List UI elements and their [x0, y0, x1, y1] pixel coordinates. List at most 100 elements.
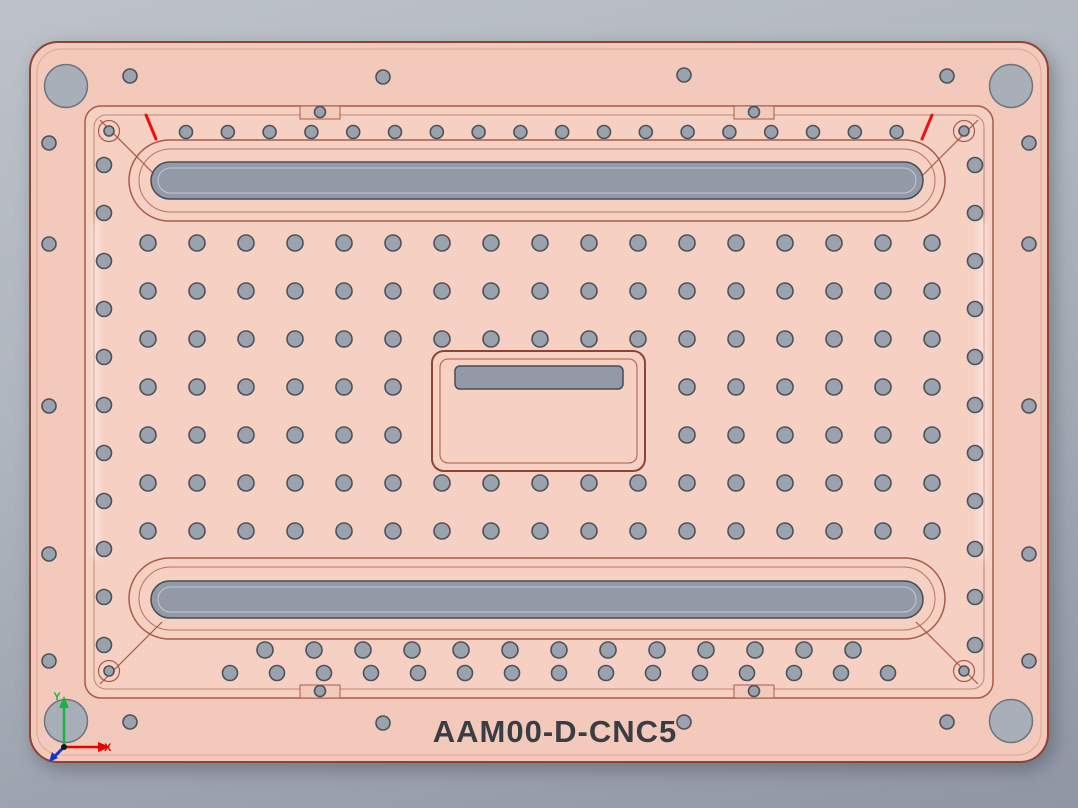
bottom-slot-channel	[150, 580, 924, 619]
center-window	[431, 350, 646, 472]
margin-hole	[41, 398, 57, 414]
hole	[874, 282, 892, 300]
hole	[550, 641, 568, 659]
axis-triad: Y X	[49, 691, 112, 762]
hole	[832, 664, 850, 682]
hole	[139, 330, 157, 348]
margin-hole	[1021, 135, 1037, 151]
x-axis-arrowhead-icon	[98, 742, 110, 752]
hole	[335, 234, 353, 252]
hole	[139, 426, 157, 444]
hole	[95, 492, 113, 510]
counterbore-ring	[97, 119, 121, 143]
hole	[727, 282, 745, 300]
hole	[362, 664, 380, 682]
origin-marker	[61, 744, 67, 750]
hole	[335, 474, 353, 492]
hole	[221, 664, 239, 682]
top-slot-mid-outline	[138, 148, 936, 213]
hole	[471, 124, 486, 140]
hole	[286, 330, 304, 348]
part-label: AAM00-D-CNC5	[433, 714, 678, 749]
hole	[966, 300, 984, 318]
hole	[629, 282, 647, 300]
hole	[580, 330, 598, 348]
hole	[874, 474, 892, 492]
red-mark	[920, 113, 934, 141]
hole	[95, 396, 113, 414]
hole	[335, 522, 353, 540]
hole	[805, 124, 821, 140]
hole	[139, 522, 157, 540]
hole	[691, 664, 709, 682]
hole	[629, 234, 647, 252]
counterbore-ring	[952, 119, 976, 143]
margin-hole	[41, 546, 57, 562]
hole	[429, 124, 445, 140]
hole	[237, 234, 255, 252]
hole	[678, 426, 696, 444]
hole	[188, 282, 206, 300]
hole	[304, 124, 319, 140]
hole	[188, 234, 206, 252]
hole	[678, 474, 696, 492]
y-axis-label: Y	[53, 691, 61, 703]
hole	[188, 330, 206, 348]
hole	[237, 474, 255, 492]
hole	[776, 282, 794, 300]
hole	[923, 426, 941, 444]
hole	[776, 426, 794, 444]
hole	[966, 540, 984, 558]
margin-holes	[41, 67, 1037, 731]
bottom-slot-inner-step	[157, 586, 917, 613]
hole	[139, 378, 157, 396]
hole	[188, 522, 206, 540]
hole	[501, 641, 519, 659]
margin-hole	[122, 68, 138, 84]
hole	[433, 330, 451, 348]
hole	[629, 522, 647, 540]
hole	[966, 636, 984, 654]
counterbore-ring	[97, 659, 121, 683]
hole	[286, 426, 304, 444]
hole	[825, 378, 843, 396]
hole	[966, 348, 984, 366]
counterbore-ring	[952, 659, 976, 683]
hole	[286, 474, 304, 492]
hole	[384, 282, 402, 300]
hole	[697, 641, 715, 659]
pocket-corner-holes	[97, 119, 976, 683]
hole	[597, 664, 615, 682]
margin-hole	[375, 715, 391, 731]
hole	[874, 330, 892, 348]
hole	[237, 522, 255, 540]
top-slot-outer-outline	[128, 139, 946, 222]
hole	[763, 124, 779, 140]
hole	[727, 474, 745, 492]
hole	[738, 664, 756, 682]
hole	[966, 204, 984, 222]
hole	[256, 641, 274, 659]
hole	[433, 282, 451, 300]
hole	[874, 378, 892, 396]
hole	[95, 252, 113, 270]
hole	[95, 540, 113, 558]
hole	[188, 474, 206, 492]
hole	[580, 474, 598, 492]
hole	[678, 522, 696, 540]
hole	[966, 588, 984, 606]
hole	[923, 522, 941, 540]
hole	[923, 282, 941, 300]
hole	[550, 664, 568, 682]
hole	[452, 641, 470, 659]
margin-hole	[122, 714, 138, 730]
x-axis-label: X	[104, 742, 112, 754]
hole	[580, 522, 598, 540]
hole	[433, 474, 451, 492]
hole	[580, 282, 598, 300]
hole	[923, 378, 941, 396]
hole	[237, 378, 255, 396]
hole	[335, 426, 353, 444]
